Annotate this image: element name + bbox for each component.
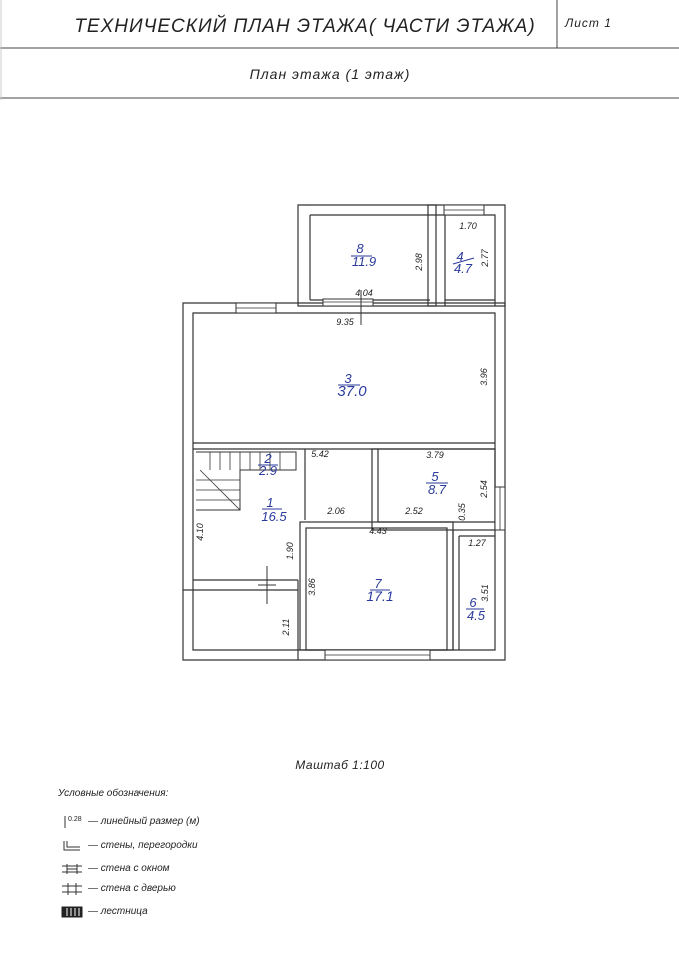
dim-r2-w: 5.42	[311, 449, 329, 459]
dim-porch-h: 2.11	[281, 619, 291, 637]
room-5-num: 5	[431, 469, 439, 484]
room-2-area: 2.9	[258, 463, 277, 478]
room-1-area: 16.5	[261, 509, 287, 524]
legend-title: Условные обозначения:	[58, 788, 169, 799]
door-symbol	[58, 882, 84, 895]
room-6-num: 6	[469, 595, 477, 610]
room-1-num: 1	[266, 495, 273, 510]
wall-symbol	[58, 839, 84, 851]
room-4-area: 4.7	[454, 261, 473, 276]
legend-item-stairs: — лестница	[58, 902, 148, 920]
dim-r5-h: 2.54	[479, 480, 489, 499]
plan-subtitle: План этажа (1 этаж)	[249, 66, 411, 82]
dim-r3-w: 9.35	[336, 317, 355, 327]
main-outline	[182, 302, 506, 661]
dim-r6-w: 1.27	[468, 538, 487, 548]
dim-r1-w: 2.06	[326, 506, 345, 516]
dim-r5-w2: 2.52	[404, 506, 423, 516]
dim-r7-h: 3.86	[307, 578, 317, 596]
room-2-num: 2	[263, 451, 272, 466]
dim-r7-w: 4.43	[369, 526, 387, 536]
legend-item-window: — стена с окном	[58, 859, 170, 877]
floor-plan: 8 11.9 4 4.7 3 37.0 2 2.9 1 16.5 5 8.7 7…	[182, 204, 506, 661]
room-5-area: 8.7	[428, 482, 447, 497]
dim-r5-w: 3.79	[426, 450, 444, 460]
dim-r5-gap: 0.35	[457, 502, 467, 521]
scale-label: Маштаб 1:100	[295, 758, 385, 772]
room-7-num: 7	[374, 576, 382, 591]
sheet-label: Лист 1	[565, 16, 612, 30]
room-7-area: 17.1	[366, 588, 393, 604]
dim-r1-h2: 1.90	[285, 542, 295, 560]
room-3-area: 37.0	[337, 383, 367, 400]
room-6-area: 4.5	[467, 608, 486, 623]
dim-r8-h: 2.98	[414, 253, 424, 272]
header-frame	[0, 0, 679, 100]
room-8-num: 8	[356, 241, 364, 256]
dim-r1-h: 4.10	[195, 523, 205, 541]
dim-r8-w: 4.04	[355, 288, 373, 298]
legend-item-walls: — стены, перегородки	[58, 836, 198, 854]
dim-r3-h: 3.96	[479, 368, 489, 386]
dim-r4-w: 1.70	[459, 221, 477, 231]
dimension-symbol: 0.28	[64, 816, 82, 828]
legend-item-door: — стена с дверью	[58, 879, 176, 897]
legend-item-dimension: 0.28 — линейный размер (м)	[58, 812, 200, 830]
window-symbol	[58, 862, 84, 874]
room-8-area: 11.9	[352, 254, 376, 269]
room-4-num: 4	[456, 249, 463, 264]
room-3-num: 3	[344, 371, 352, 386]
dim-r4-h: 2.77	[480, 248, 490, 268]
page-title: ТЕХНИЧЕСКИЙ ПЛАН ЭТАЖА( ЧАСТИ ЭТАЖА)	[74, 16, 536, 37]
dim-r6-h: 3.51	[480, 584, 490, 602]
stairs-symbol	[58, 905, 84, 918]
